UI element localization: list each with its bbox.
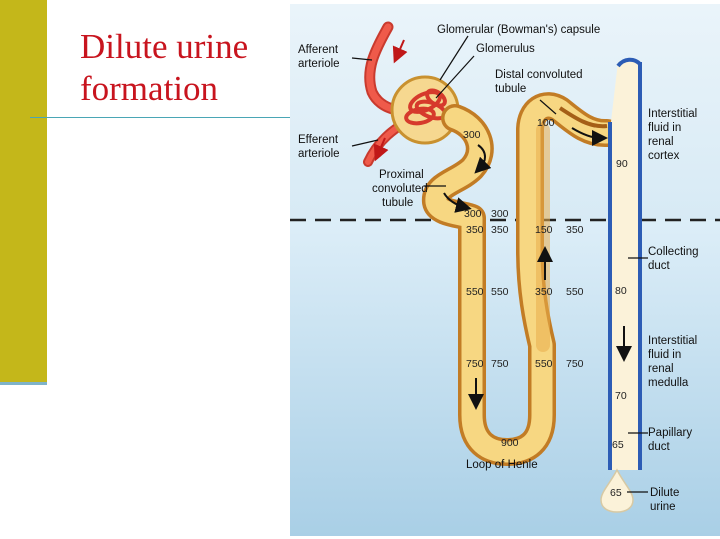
label-cortex-1: Interstitial <box>648 108 697 120</box>
label-proximal-2: convoluted <box>372 183 428 195</box>
label-medulla-3: renal <box>648 363 674 375</box>
glomerulus-loop-3 <box>404 106 436 126</box>
value-capsule: 300 <box>463 129 481 141</box>
label-glomerular-capsule: Glomerular (Bowman's) capsule <box>437 24 600 36</box>
collecting-duct-top <box>616 57 642 68</box>
label-glomerulus: Glomerulus <box>476 43 535 55</box>
value-interstitial-3b: 750 <box>566 358 584 370</box>
collecting-duct <box>610 62 640 470</box>
value-bottom: 900 <box>501 437 519 449</box>
medulla-region <box>290 220 720 536</box>
pct-entry-arrow <box>443 192 472 213</box>
value-interstitial-2b: 550 <box>566 286 584 298</box>
leader-lines <box>351 35 648 493</box>
value-interstitial-1b: 350 <box>566 224 584 236</box>
slide-title-line-1: Dilute urine <box>80 27 249 66</box>
dct-flow-arrow <box>571 127 608 146</box>
label-loop-of-henle: Loop of Henle <box>466 459 538 471</box>
value-dct: 100 <box>537 117 555 129</box>
leader-distal <box>539 99 557 115</box>
dilute-urine-drop <box>600 468 634 513</box>
label-dilute-1: Dilute <box>650 487 679 499</box>
label-papillary-1: Papillary <box>648 427 692 439</box>
value-interstitial-2a: 550 <box>491 286 509 298</box>
label-cortex-2: fluid in <box>648 122 681 134</box>
label-papillary-2: duct <box>648 441 671 453</box>
label-proximal-3: tubule <box>382 197 413 209</box>
value-cd-cortex: 90 <box>616 158 628 170</box>
sidebar-edge <box>0 382 47 385</box>
leader-capsule <box>439 35 469 81</box>
efferent-flow-arrow <box>373 137 389 162</box>
value-desc-2: 550 <box>466 286 484 298</box>
slide-title: Dilute urine formation <box>80 26 248 110</box>
nephron-tubule-lumen <box>425 95 618 463</box>
leader-efferent <box>351 139 379 147</box>
value-urine: 65 <box>610 487 622 499</box>
title-rule <box>30 117 290 118</box>
value-asc-3: 550 <box>535 358 553 370</box>
value-pct-end: 300 <box>464 208 482 220</box>
value-cd-1: 80 <box>615 285 627 297</box>
label-cortex-3: renal <box>648 136 674 148</box>
value-desc-3: 750 <box>466 358 484 370</box>
flow-arrows <box>443 127 632 410</box>
label-afferent-2: arteriole <box>298 58 340 70</box>
value-desc-1: 350 <box>466 224 484 236</box>
structure-labels: Glomerular (Bowman's) capsule Glomerulus… <box>298 24 699 513</box>
label-efferent-1: Efferent <box>298 134 339 146</box>
label-collecting-1: Collecting <box>648 246 699 258</box>
glomerulus-loop-4 <box>425 88 447 108</box>
label-distal-1: Distal convoluted <box>495 69 583 81</box>
value-interstitial-1a: 350 <box>491 224 509 236</box>
label-distal-2: tubule <box>495 83 526 95</box>
value-asc-2: 350 <box>535 286 553 298</box>
label-medulla-2: fluid in <box>648 349 681 361</box>
afferent-flow-arrow <box>392 39 408 64</box>
value-interstitial-3a: 750 <box>491 358 509 370</box>
distal-tubule-wall <box>558 106 608 129</box>
value-cd-2: 70 <box>615 390 627 402</box>
cortex-region <box>290 4 720 220</box>
value-asc-1: 150 <box>535 224 553 236</box>
value-cd-3: 65 <box>612 439 624 451</box>
label-dilute-2: urine <box>650 501 676 513</box>
accent-sidebar <box>0 0 47 384</box>
label-cortex-4: cortex <box>648 150 680 162</box>
label-medulla-4: medulla <box>648 377 689 389</box>
pct-flow-arrow <box>474 144 492 174</box>
label-afferent-1: Afferent <box>298 44 339 56</box>
value-cortex-top: 300 <box>491 208 509 220</box>
label-collecting-2: duct <box>648 260 671 272</box>
leader-glomerulus <box>435 55 475 99</box>
osmolarity-values: 300 300 300 350 350 150 350 550 550 350 … <box>463 117 628 499</box>
label-efferent-2: arteriole <box>298 148 340 160</box>
label-medulla-1: Interstitial <box>648 335 697 347</box>
slide-title-line-2: formation <box>80 69 219 108</box>
label-proximal-1: Proximal <box>379 169 424 181</box>
leader-afferent <box>351 57 373 61</box>
